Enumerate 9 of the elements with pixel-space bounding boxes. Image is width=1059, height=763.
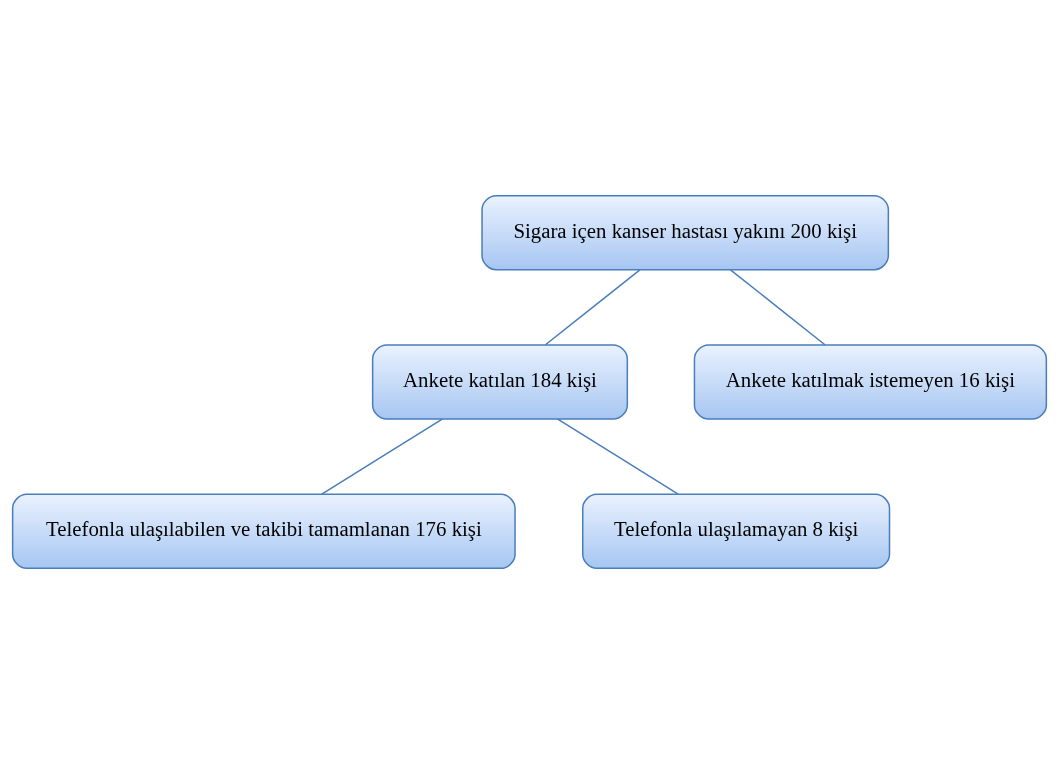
- node-box: Ankete katılan 184 kişi: [371, 343, 629, 420]
- connector: [321, 417, 443, 495]
- connector: [729, 268, 826, 345]
- connector: [557, 417, 679, 495]
- node-box: Sigara içen kanser hastası yakını 200 kişi: [481, 194, 890, 270]
- node-box: Telefonla ulaşılabilen ve takibi tamamlanan 176 kişi: [11, 493, 516, 569]
- connector: [544, 268, 641, 345]
- node-box: Ankete katılmak istemeyen 16 kişi: [693, 343, 1048, 420]
- node-box: Telefonla ulaşılamayan 8 kişi: [582, 493, 891, 569]
